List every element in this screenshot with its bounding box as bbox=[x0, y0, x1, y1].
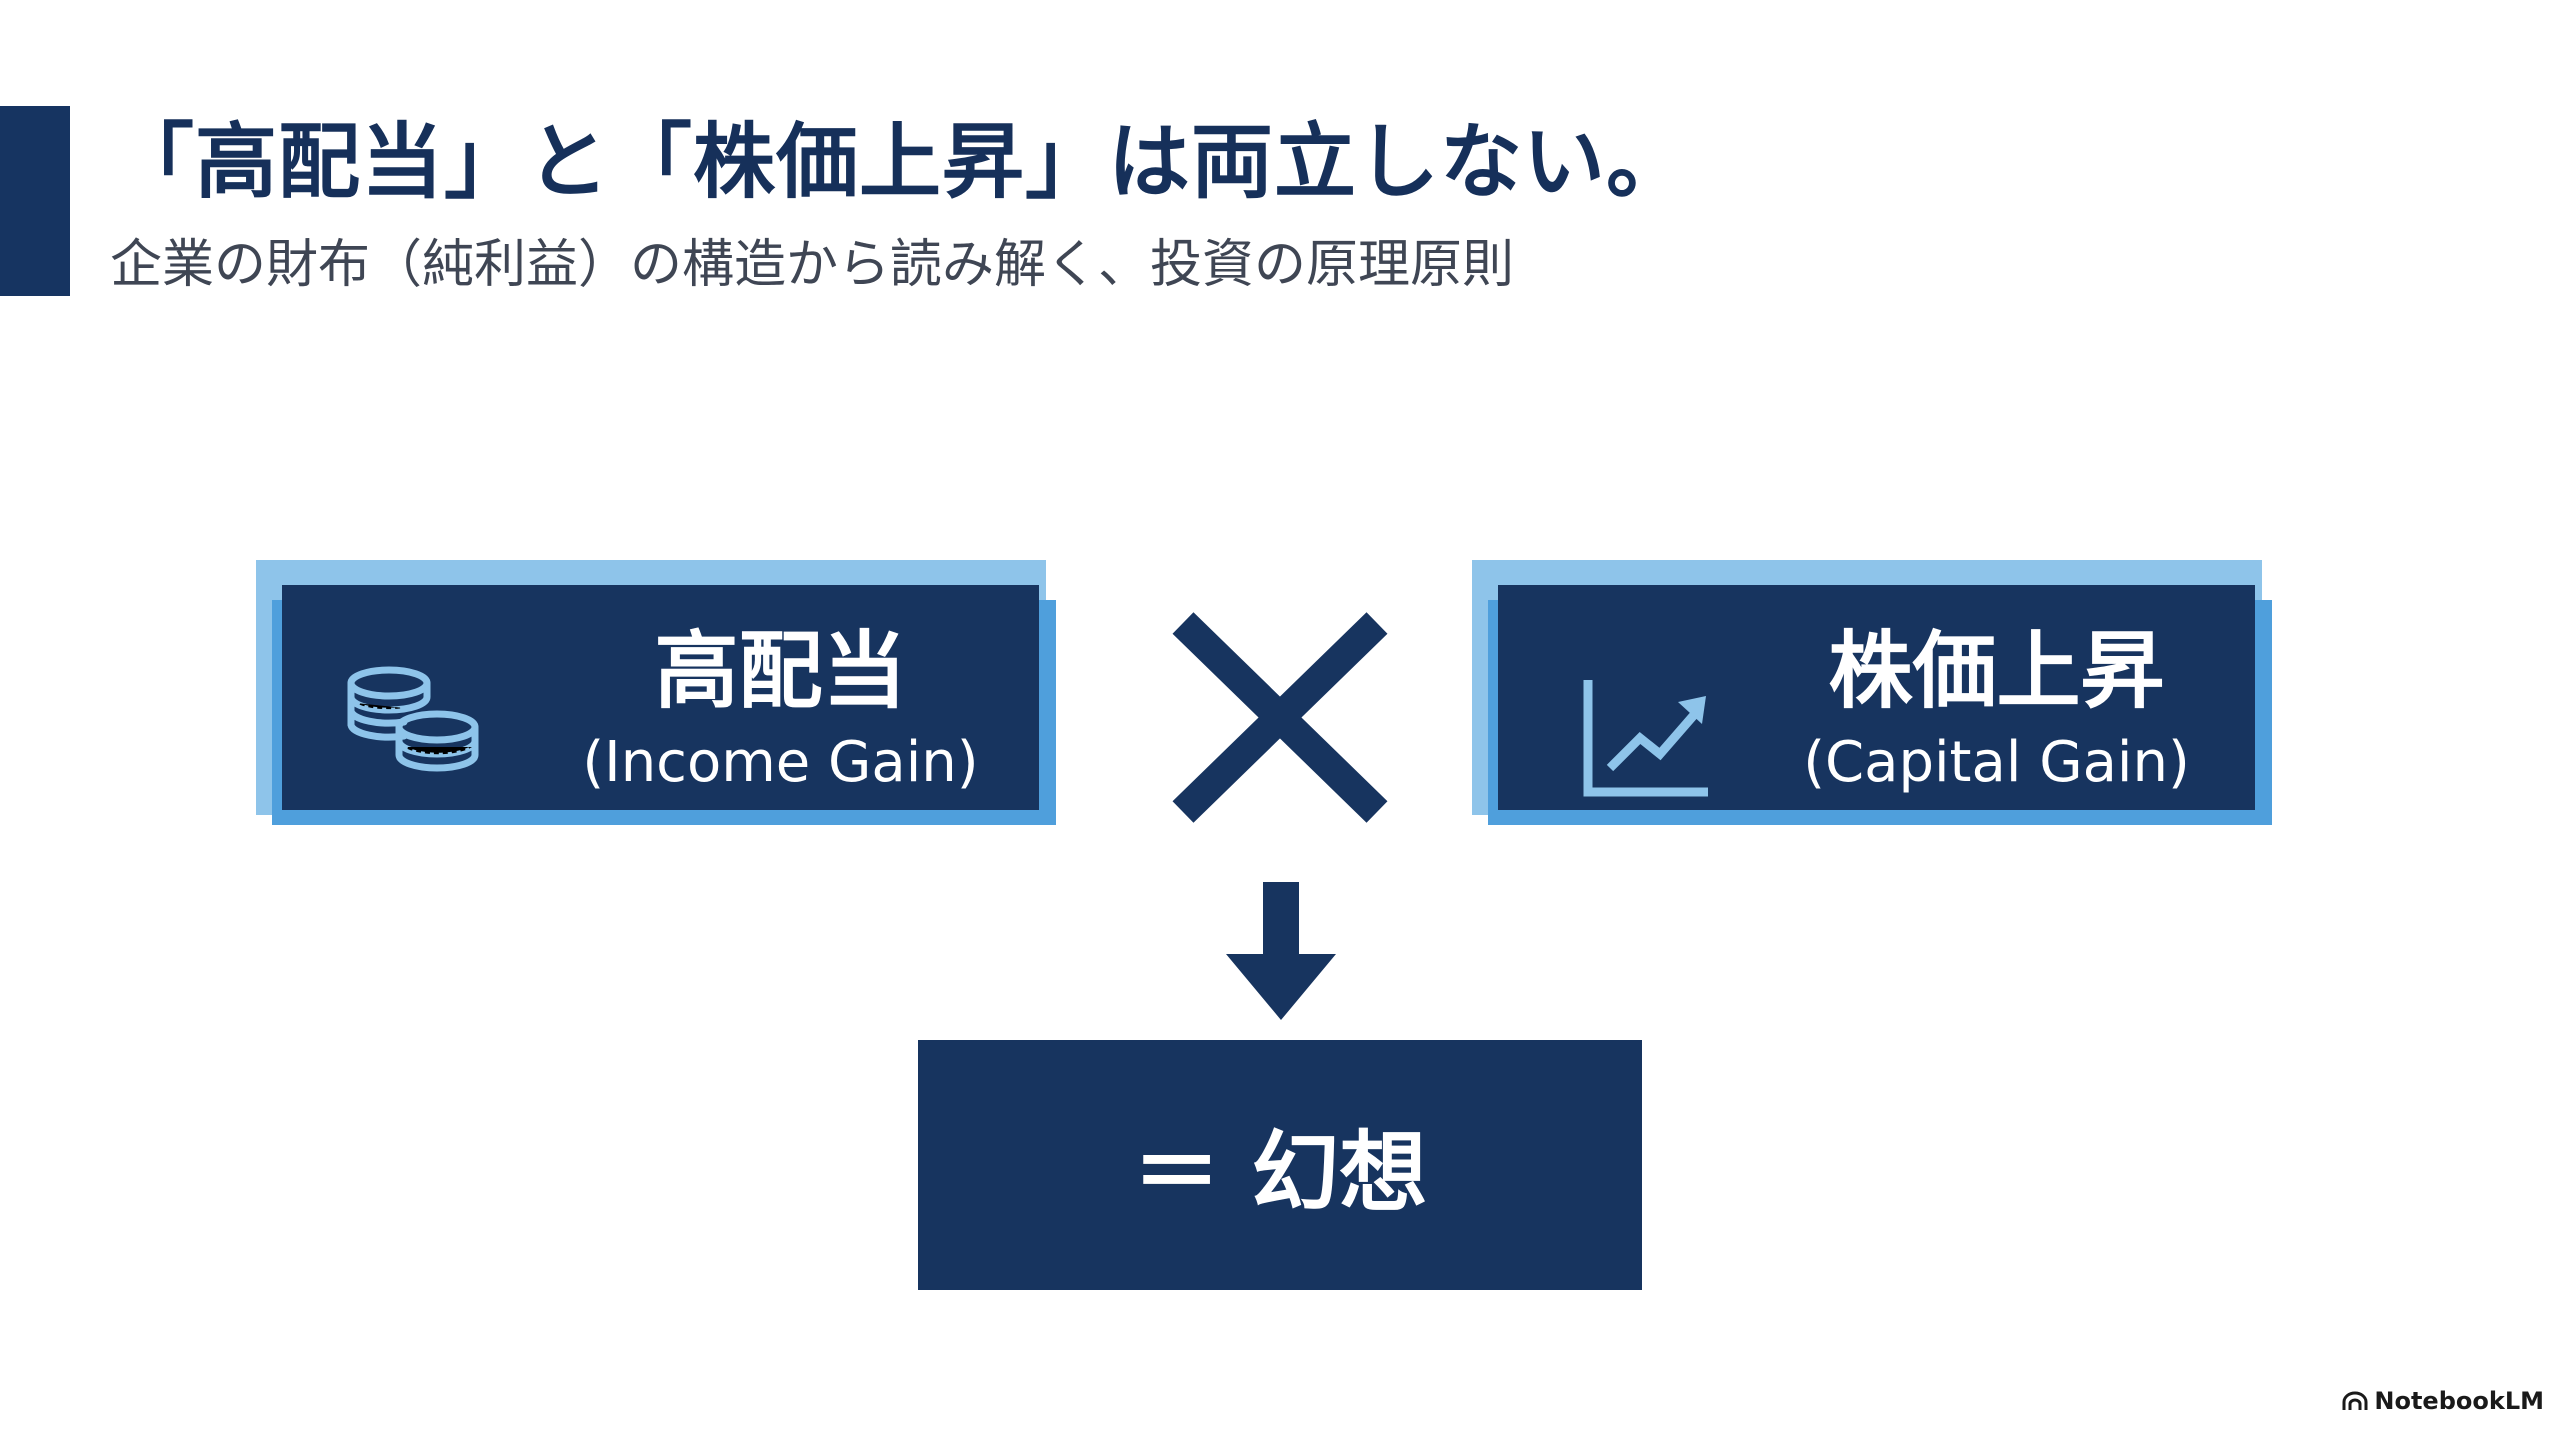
result-label: ＝ 幻想 bbox=[1132, 1120, 1428, 1224]
down-arrow-icon bbox=[1226, 882, 1336, 1020]
capital-card-subtitle: (Capital Gain) bbox=[1803, 730, 2190, 795]
card-face: 株価上昇 (Capital Gain) bbox=[1498, 585, 2255, 810]
brand-label: NotebookLM bbox=[2374, 1387, 2544, 1415]
result-box: ＝ 幻想 bbox=[918, 1040, 1642, 1290]
cross-icon bbox=[1172, 612, 1388, 823]
title-accent-bar bbox=[0, 106, 70, 296]
card-face: 高配当 (Income Gain) bbox=[282, 585, 1039, 810]
notebooklm-logo-icon bbox=[2342, 1391, 2368, 1410]
brand-watermark: NotebookLM bbox=[2342, 1387, 2544, 1415]
income-card-subtitle: (Income Gain) bbox=[582, 730, 979, 795]
slide-subtitle: 企業の財布（純利益）の構造から読み解く、投資の原理原則 bbox=[110, 235, 1515, 295]
capital-card-title: 株価上昇 bbox=[1828, 622, 2165, 720]
growth-chart-icon bbox=[1583, 680, 1708, 797]
slide-title: 「高配当」と「株価上昇」は両立しない。 bbox=[112, 115, 1690, 210]
coins-icon bbox=[347, 666, 479, 772]
income-card-title: 高配当 bbox=[654, 622, 907, 720]
income-gain-card: 高配当 (Income Gain) bbox=[256, 560, 1056, 825]
capital-gain-card: 株価上昇 (Capital Gain) bbox=[1472, 560, 2272, 825]
